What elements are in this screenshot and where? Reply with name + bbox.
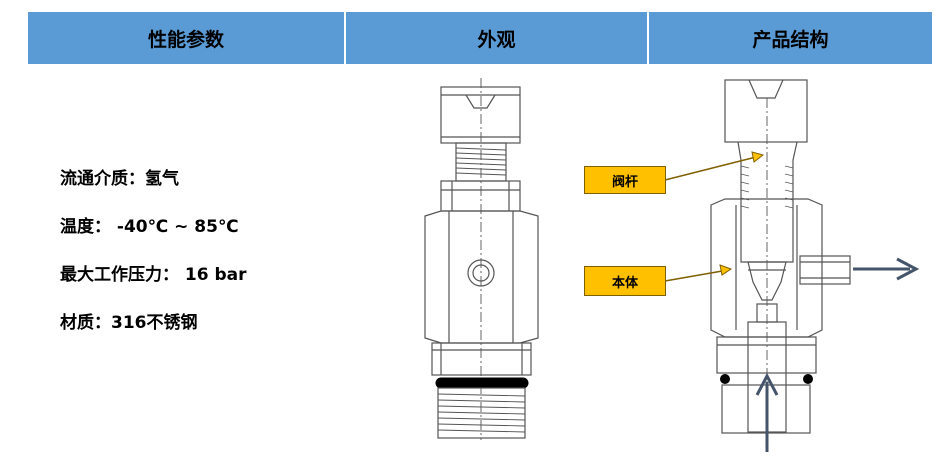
callout-stem: 阀杆 <box>584 166 666 194</box>
spec-temperature: 温度： -40℃ ~ 85℃ <box>60 217 239 237</box>
header-structure: 产品结构 <box>647 12 932 64</box>
header-performance: 性能参数 <box>28 12 344 64</box>
spec-list: 流通介质：氢气 温度： -40℃ ~ 85℃ 最大工作压力： 16 bar 材质… <box>60 168 247 360</box>
spec-material: 材质：316不锈钢 <box>60 313 198 333</box>
callout-body: 本体 <box>584 266 666 296</box>
spec-max-pressure: 最大工作压力： 16 bar <box>60 265 247 285</box>
spec-medium: 流通介质：氢气 <box>60 169 179 189</box>
spec-table-header: 性能参数 外观 产品结构 <box>28 12 932 64</box>
header-appearance: 外观 <box>344 12 647 64</box>
